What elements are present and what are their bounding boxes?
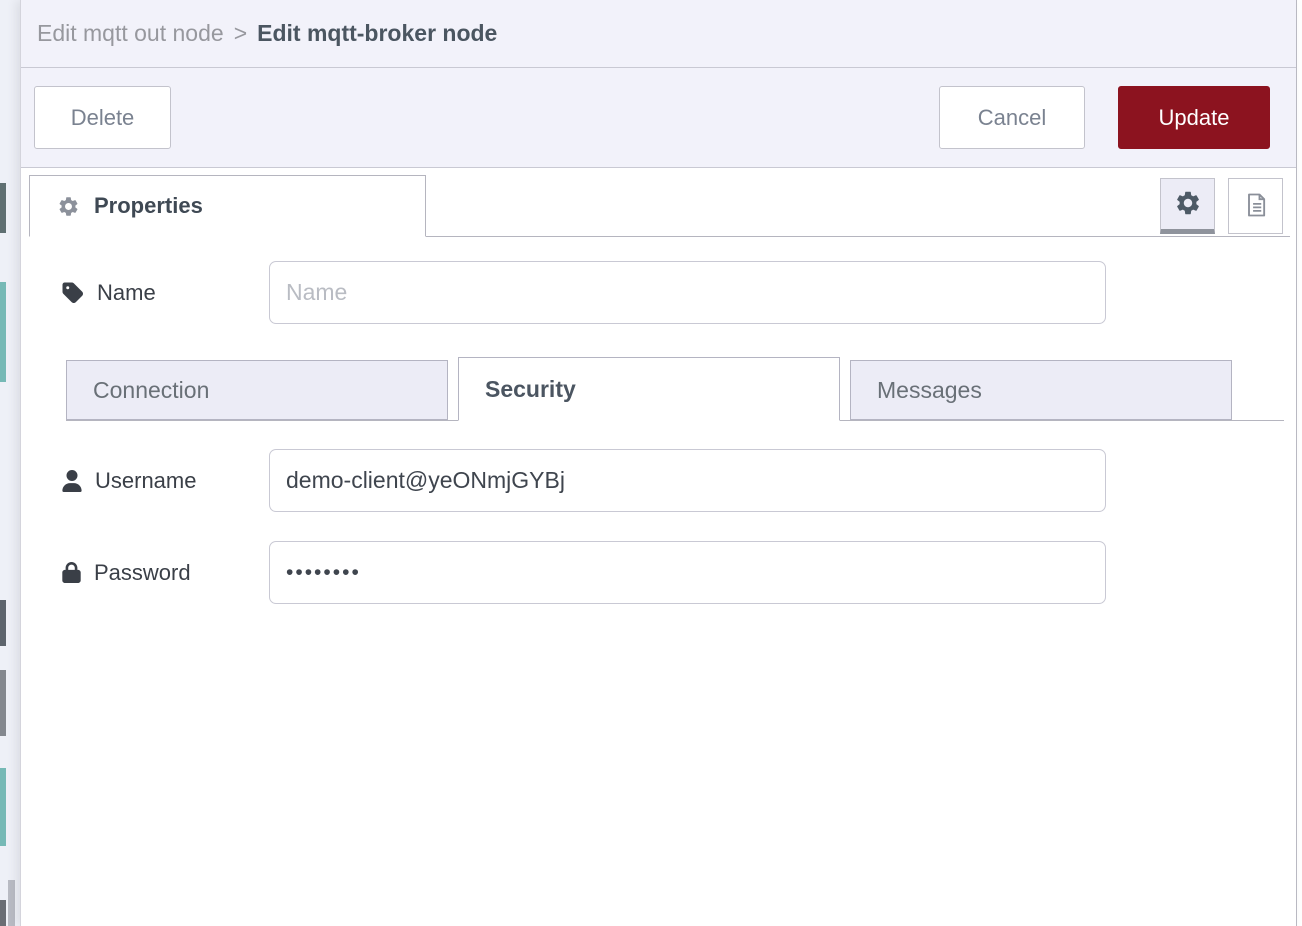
editor-tab-buttons xyxy=(1160,178,1283,234)
cancel-button[interactable]: Cancel xyxy=(939,86,1085,149)
palette-node-fragment xyxy=(0,282,6,382)
edit-node-dialog: Edit mqtt out node > Edit mqtt-broker no… xyxy=(20,0,1297,926)
username-row: Username xyxy=(61,449,1296,512)
user-icon xyxy=(62,469,82,492)
node-edit-form: Name Connection Security Messages Userna… xyxy=(21,237,1296,604)
breadcrumb-separator: > xyxy=(233,20,248,46)
password-label: Password xyxy=(61,560,269,586)
breadcrumb: Edit mqtt out node > Edit mqtt-broker no… xyxy=(21,0,1296,68)
username-label: Username xyxy=(61,468,269,494)
cog-icon xyxy=(57,195,80,218)
editor-tabstrip: Properties xyxy=(29,175,1290,237)
breadcrumb-current: Edit mqtt-broker node xyxy=(257,20,498,46)
node-properties-button[interactable] xyxy=(1160,178,1215,234)
password-input[interactable] xyxy=(269,541,1106,604)
tab-properties[interactable]: Properties xyxy=(29,175,426,237)
broker-config-tabs: Connection Security Messages xyxy=(66,357,1284,421)
tab-messages[interactable]: Messages xyxy=(850,360,1232,420)
name-label: Name xyxy=(61,280,269,306)
tab-properties-label: Properties xyxy=(94,193,203,218)
tag-icon xyxy=(62,282,84,303)
breadcrumb-parent[interactable]: Edit mqtt out node xyxy=(37,20,224,46)
dialog-body: Properties Name xyxy=(21,168,1296,926)
palette-node-fragment xyxy=(0,670,6,736)
username-input[interactable] xyxy=(269,449,1106,512)
palette-scrollbar[interactable] xyxy=(8,880,15,926)
name-input[interactable] xyxy=(269,261,1106,324)
tab-connection[interactable]: Connection xyxy=(66,360,448,420)
cog-icon xyxy=(1174,189,1202,220)
palette-node-fragment xyxy=(0,600,6,646)
palette-node-fragment xyxy=(0,900,6,926)
workspace-background-sliver xyxy=(0,0,20,926)
tab-security[interactable]: Security xyxy=(458,357,840,421)
palette-node-fragment xyxy=(0,768,6,846)
document-icon xyxy=(1242,191,1270,222)
password-label-text: Password xyxy=(94,559,191,585)
name-row: Name xyxy=(61,261,1296,324)
palette-node-fragment xyxy=(0,183,6,233)
username-label-text: Username xyxy=(95,467,197,493)
name-label-text: Name xyxy=(97,279,156,305)
lock-icon xyxy=(62,562,81,583)
update-button[interactable]: Update xyxy=(1118,86,1270,149)
node-description-button[interactable] xyxy=(1228,178,1283,234)
delete-button[interactable]: Delete xyxy=(34,86,171,149)
dialog-toolbar: Delete Cancel Update xyxy=(21,68,1296,168)
password-row: Password xyxy=(61,541,1296,604)
